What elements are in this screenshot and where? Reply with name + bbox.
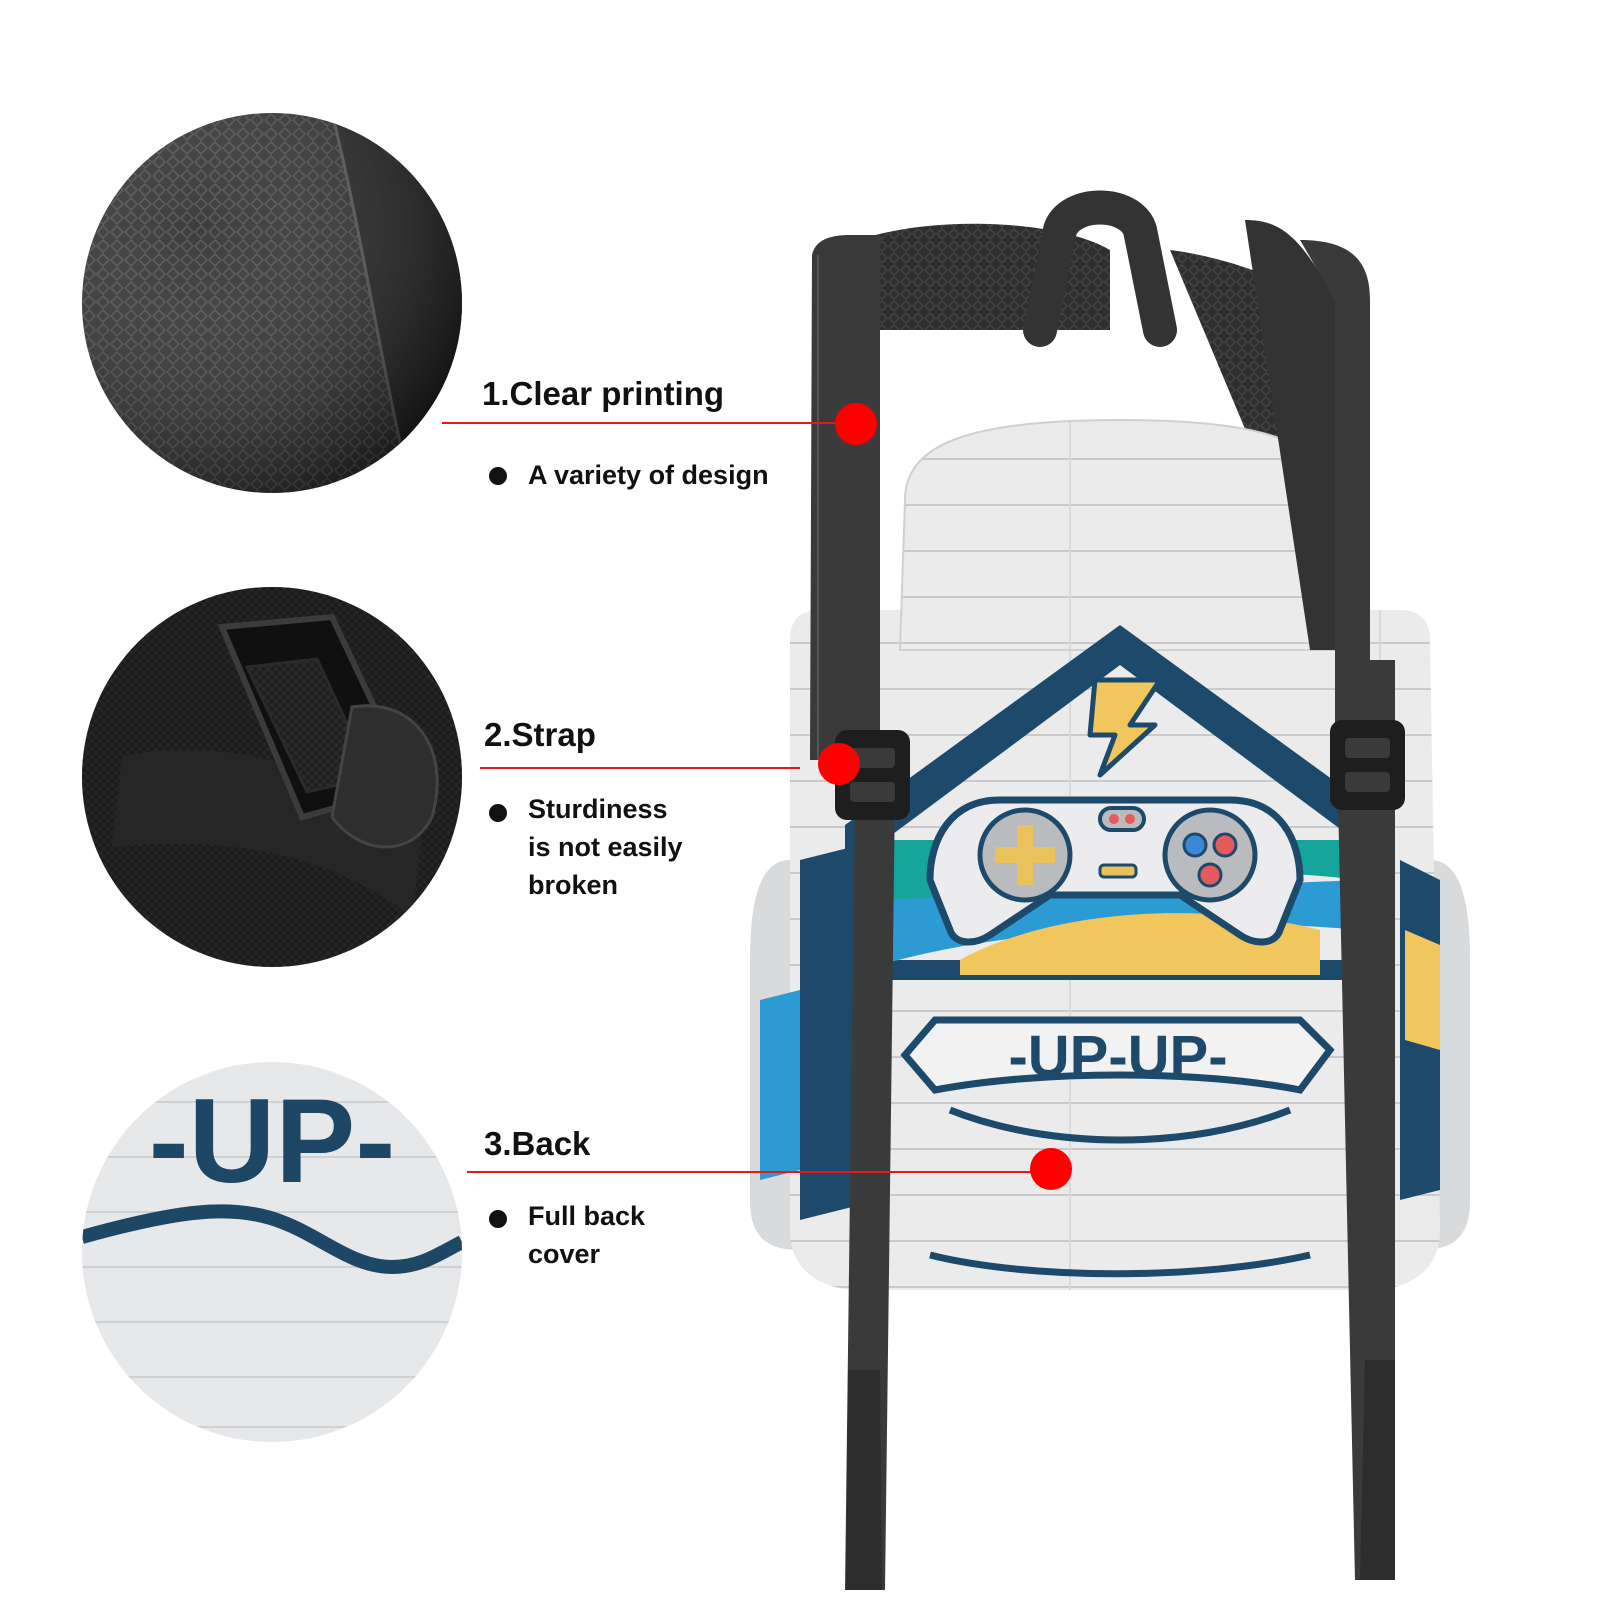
- print-zoom-text: -UP-: [149, 1074, 396, 1208]
- feature-desc-line: Full back: [528, 1201, 646, 1231]
- leader-line-back: [467, 1171, 1032, 1173]
- leader-line-printing: [442, 422, 857, 424]
- hotspot-strap[interactable]: [818, 743, 860, 785]
- feature-desc-line: cover: [528, 1239, 601, 1269]
- hotspot-back[interactable]: [1030, 1148, 1072, 1190]
- bullet-icon: [489, 1210, 507, 1228]
- feature-desc-line: Sturdiness: [528, 794, 668, 824]
- print-detail-circle: -UP-: [82, 1062, 462, 1442]
- feature-desc-strap: Sturdiness is not easily broken: [528, 790, 683, 904]
- banner-text: -UP-UP-: [1008, 1024, 1227, 1089]
- feature-title-printing: 1.Clear printing: [482, 375, 725, 412]
- feature-title-strap: 2.Strap: [484, 716, 596, 753]
- feature-desc-printing: A variety of design: [528, 456, 769, 494]
- feature-desc-back: Full back cover: [528, 1197, 645, 1273]
- bullet-icon: [489, 467, 507, 485]
- feature-desc-line: broken: [528, 870, 619, 900]
- feature-desc-line: is not easily: [528, 832, 683, 862]
- gamepad-emblem: -UP-UP-: [760, 625, 1440, 1278]
- strap-buckle-image: [82, 587, 462, 967]
- leader-line-strap: [480, 767, 800, 769]
- wood-print-image: -UP-: [82, 1062, 462, 1442]
- buckle-detail-circle: [82, 587, 462, 967]
- feature-desc-line: A variety of design: [528, 460, 769, 490]
- hotspot-printing[interactable]: [835, 403, 877, 445]
- feature-title-back: 3.Back: [484, 1125, 591, 1162]
- bullet-icon: [489, 804, 507, 822]
